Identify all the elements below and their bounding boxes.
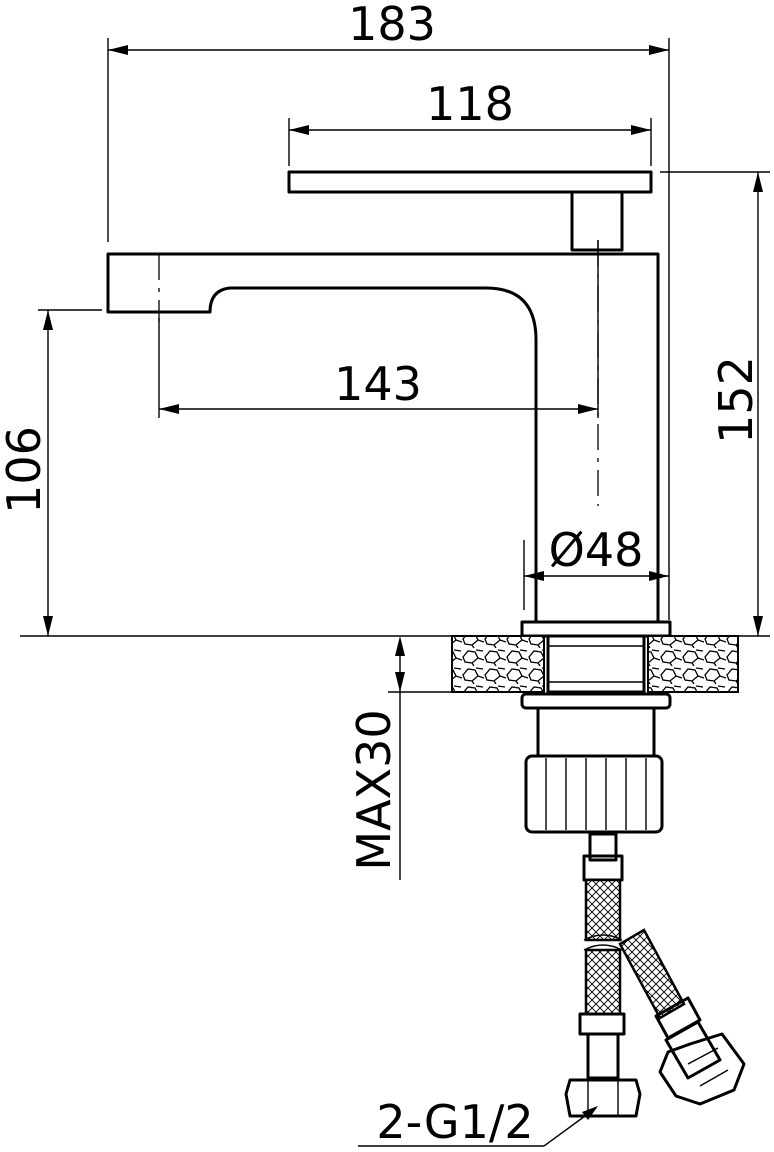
- dim-text-hose-thread: 2-G1/2: [376, 1095, 533, 1149]
- lock-nut-upper: [536, 706, 656, 758]
- fixing-nut: [524, 754, 664, 834]
- countertop-section: [451, 634, 739, 694]
- dim-text-106: 106: [0, 426, 51, 514]
- spout-body: [106, 252, 660, 624]
- base-flange: [520, 620, 672, 638]
- washer: [520, 692, 672, 710]
- countertop-right: [647, 635, 739, 693]
- supply-hose-angled: [618, 928, 746, 1106]
- dim-text-143: 143: [334, 357, 422, 411]
- dim-text-max30: MAX30: [347, 709, 401, 870]
- supply-hose-straight: [564, 832, 642, 1118]
- faucet-outline: [106, 170, 660, 624]
- dim-text-118: 118: [426, 77, 514, 131]
- mounting-shank: [546, 634, 646, 694]
- dim-183: [108, 45, 669, 55]
- dim-143: [159, 404, 598, 414]
- dim-max30: [395, 636, 405, 880]
- dim-text-152: 152: [709, 356, 763, 444]
- dim-118: [289, 125, 651, 135]
- dim-106: [43, 310, 53, 636]
- dim-152: [753, 172, 763, 636]
- handle-stem: [570, 190, 624, 252]
- dim-text-183: 183: [348, 0, 436, 51]
- countertop-left: [451, 635, 545, 693]
- handle-lever: [287, 170, 653, 194]
- dim-text-diameter-48: Ø48: [549, 523, 644, 577]
